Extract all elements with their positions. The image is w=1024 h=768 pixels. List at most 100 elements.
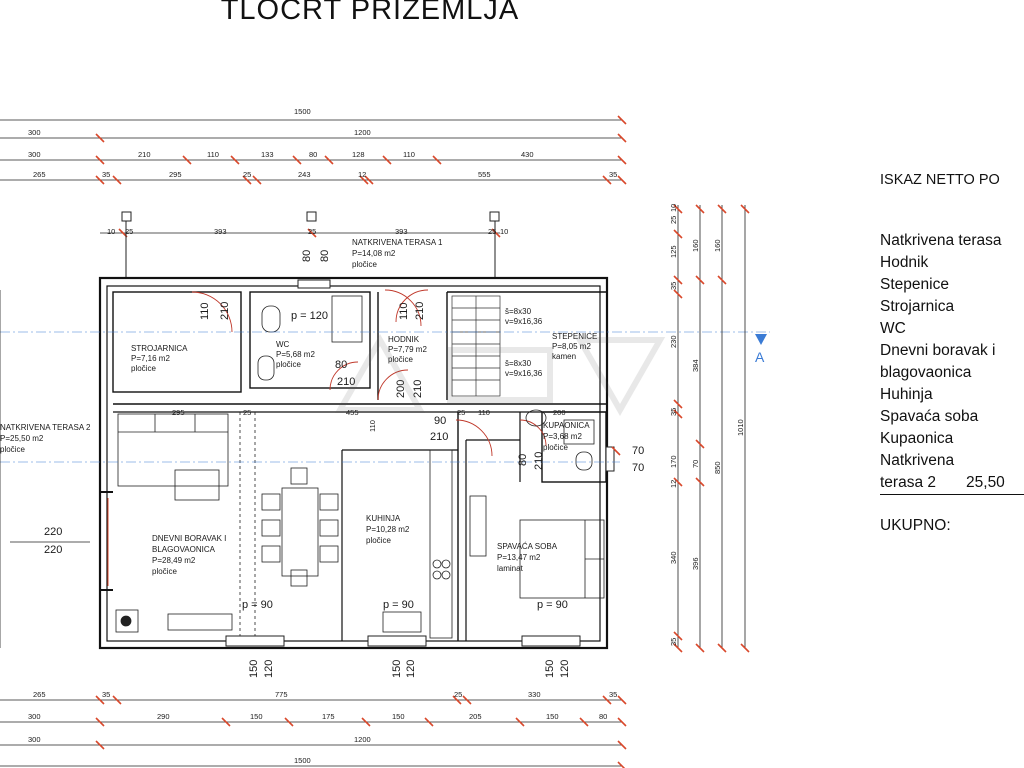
svg-text:1200: 1200 xyxy=(354,128,371,137)
svg-text:p = 90: p = 90 xyxy=(383,599,414,611)
svg-text:243: 243 xyxy=(298,170,311,179)
svg-text:160: 160 xyxy=(713,239,722,252)
svg-text:300: 300 xyxy=(28,735,41,744)
room-stepenice-name: STEPENICE xyxy=(552,332,597,341)
svg-text:P=5,68 m2: P=5,68 m2 xyxy=(276,350,315,359)
svg-text:25: 25 xyxy=(457,408,465,417)
svg-text:340: 340 xyxy=(669,551,678,564)
svg-text:120: 120 xyxy=(559,660,571,678)
room-kuhinja-name: KUHINJA xyxy=(366,514,401,523)
svg-text:300: 300 xyxy=(28,150,41,159)
svg-text:110: 110 xyxy=(403,150,415,159)
svg-text:133: 133 xyxy=(261,150,274,159)
svg-text:pločice: pločice xyxy=(388,355,413,364)
legend-row: Natkrivena xyxy=(880,452,955,469)
legend-row: Natkrivena terasa xyxy=(880,232,1002,249)
svg-text:25: 25 xyxy=(308,227,316,236)
svg-text:p = 90: p = 90 xyxy=(242,599,273,611)
svg-text:70: 70 xyxy=(632,445,644,457)
svg-text:1200: 1200 xyxy=(354,735,371,744)
room-terasa2-name: NATKRIVENA TERASA 2 xyxy=(0,423,91,432)
svg-text:205: 205 xyxy=(469,712,482,721)
svg-text:210: 210 xyxy=(219,302,231,320)
svg-text:150: 150 xyxy=(391,660,403,678)
svg-text:35: 35 xyxy=(669,282,678,290)
svg-text:80: 80 xyxy=(301,250,313,262)
legend-row: Kupaonica xyxy=(880,430,954,447)
svg-text:110: 110 xyxy=(368,420,377,432)
svg-text:25: 25 xyxy=(488,227,496,236)
svg-text:80: 80 xyxy=(335,359,347,371)
opening-labels: 110 210 80 80 110 210 80 210 200 210 90 … xyxy=(44,250,644,678)
svg-text:210: 210 xyxy=(337,376,355,388)
svg-text:300: 300 xyxy=(28,712,41,721)
svg-text:35: 35 xyxy=(669,408,678,416)
svg-text:430: 430 xyxy=(521,150,534,159)
svg-text:10: 10 xyxy=(669,204,678,212)
room-terasa1-name: NATKRIVENA TERASA 1 xyxy=(352,238,443,247)
svg-text:170: 170 xyxy=(669,455,678,468)
svg-text:pločice: pločice xyxy=(131,364,156,373)
room-hodnik-name: HODNIK xyxy=(388,335,420,344)
svg-text:455: 455 xyxy=(346,408,359,417)
legend-row: Huhinja xyxy=(880,386,933,403)
svg-text:220: 220 xyxy=(44,544,62,556)
legend-row: WC xyxy=(880,320,906,337)
windows xyxy=(225,279,615,647)
svg-text:pločice: pločice xyxy=(366,536,391,545)
svg-text:150: 150 xyxy=(250,712,263,721)
legend-heading: ISKAZ NETTO PO xyxy=(880,172,1000,188)
svg-text:25: 25 xyxy=(669,216,678,224)
svg-text:210: 210 xyxy=(430,431,448,443)
svg-text:pločice: pločice xyxy=(543,443,568,452)
furniture xyxy=(115,295,605,639)
svg-text:110: 110 xyxy=(207,150,219,159)
section-marker-label: A xyxy=(755,349,765,365)
legend-row-label: terasa 2 xyxy=(880,474,937,491)
svg-text:š=8x30: š=8x30 xyxy=(505,307,532,316)
room-kupaonica-name: KUPAONICA xyxy=(543,421,590,430)
svg-text:25: 25 xyxy=(243,170,251,179)
svg-text:pločice: pločice xyxy=(152,567,177,576)
svg-text:v=9x16,36: v=9x16,36 xyxy=(505,317,543,326)
walls xyxy=(98,276,609,650)
legend-row-value: 25,50 xyxy=(966,474,1005,491)
svg-text:120: 120 xyxy=(263,660,275,678)
svg-text:220: 220 xyxy=(44,526,62,538)
svg-text:393: 393 xyxy=(395,227,408,236)
svg-text:125: 125 xyxy=(669,245,678,258)
svg-text:p = 120: p = 120 xyxy=(291,310,328,322)
room-wc-name: WC xyxy=(276,340,290,349)
svg-text:25: 25 xyxy=(454,690,462,699)
legend-row-terasa2: terasa 2 25,50 xyxy=(880,472,1024,495)
area-legend: ISKAZ NETTO PO Natkrivena terasa Hodnik … xyxy=(880,172,1024,535)
dim-top-total: 1500 xyxy=(294,107,311,116)
svg-text:775: 775 xyxy=(275,690,288,699)
svg-text:P=25,50 m2: P=25,50 m2 xyxy=(0,434,44,443)
watermark-logo xyxy=(334,333,666,417)
svg-text:265: 265 xyxy=(33,690,46,699)
svg-text:pločice: pločice xyxy=(276,360,301,369)
legend-row: blagovaonica xyxy=(880,364,972,381)
legend-row: Hodnik xyxy=(880,254,929,271)
svg-text:295: 295 xyxy=(169,170,182,179)
terrace-columns xyxy=(121,211,500,278)
svg-text:175: 175 xyxy=(322,712,335,721)
svg-text:kamen: kamen xyxy=(552,352,576,361)
svg-text:210: 210 xyxy=(533,452,545,470)
interior-dimension-labels: 295 25 455 110 25 110 200 xyxy=(172,408,566,432)
svg-text:80: 80 xyxy=(309,150,317,159)
svg-text:384: 384 xyxy=(691,359,700,372)
svg-text:128: 128 xyxy=(352,150,365,159)
svg-text:pločice: pločice xyxy=(352,260,377,269)
door-swings xyxy=(191,289,547,457)
bottom-dimension-labels: 265 35 775 25 330 35 300 290 150 175 150… xyxy=(28,690,617,765)
svg-text:396: 396 xyxy=(691,557,700,570)
svg-text:90: 90 xyxy=(434,415,446,427)
legend-row: Strojarnica xyxy=(880,298,955,315)
svg-text:210: 210 xyxy=(138,150,151,159)
svg-text:150: 150 xyxy=(392,712,405,721)
svg-text:P=7,79 m2: P=7,79 m2 xyxy=(388,345,427,354)
svg-text:25: 25 xyxy=(125,227,133,236)
svg-text:110: 110 xyxy=(199,302,211,320)
